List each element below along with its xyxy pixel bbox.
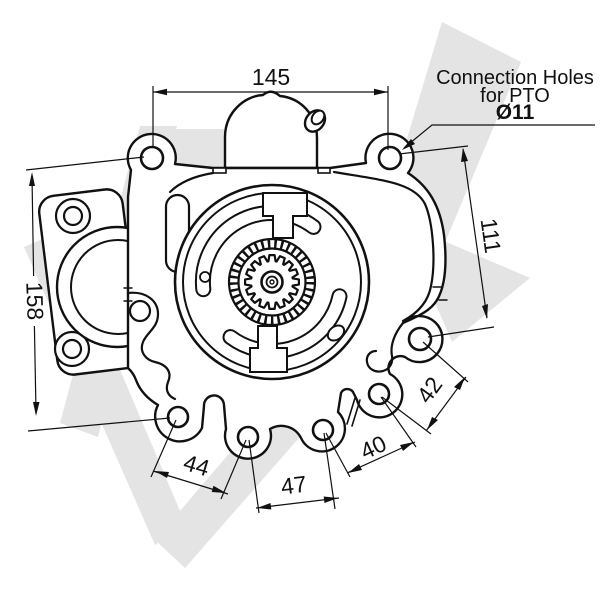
dimension-lines <box>25 86 595 514</box>
note-line-1: Connection Holes <box>436 67 594 89</box>
hole-bottom-2 <box>236 425 260 449</box>
flange-hole <box>62 205 84 227</box>
flange-hole <box>61 338 83 360</box>
central-body <box>173 183 371 381</box>
bottom-tab-cutout <box>249 325 288 373</box>
note-line-3: Ø11 <box>496 101 535 124</box>
dim-40: 40 <box>356 430 390 464</box>
hole-bottom-1 <box>166 405 190 429</box>
splined-hub <box>227 237 317 327</box>
hole-bottom-4 <box>367 382 391 406</box>
small-oval-hole <box>326 324 346 342</box>
hole-top-right <box>377 145 403 171</box>
note-block: Connection Holes for PTO Ø11 <box>436 67 594 124</box>
hole-top-left <box>139 145 165 171</box>
dome-cap <box>223 90 327 170</box>
dim-44: 44 <box>181 449 213 481</box>
note-line-2: for PTO <box>480 85 550 107</box>
dimension-texts: 145 158 111 44 47 40 42 <box>21 64 506 500</box>
dimension-arrowheads <box>29 88 488 510</box>
dim-47: 47 <box>279 471 308 500</box>
mid-left-hole <box>128 299 152 323</box>
dim-42: 42 <box>411 372 447 408</box>
dim-158: 158 <box>21 281 48 320</box>
dim-111: 111 <box>476 217 507 255</box>
dim-145: 145 <box>252 64 290 90</box>
dome-plug <box>303 109 327 133</box>
hole-bottom-3 <box>311 418 335 442</box>
top-tab-cutout <box>262 192 308 239</box>
